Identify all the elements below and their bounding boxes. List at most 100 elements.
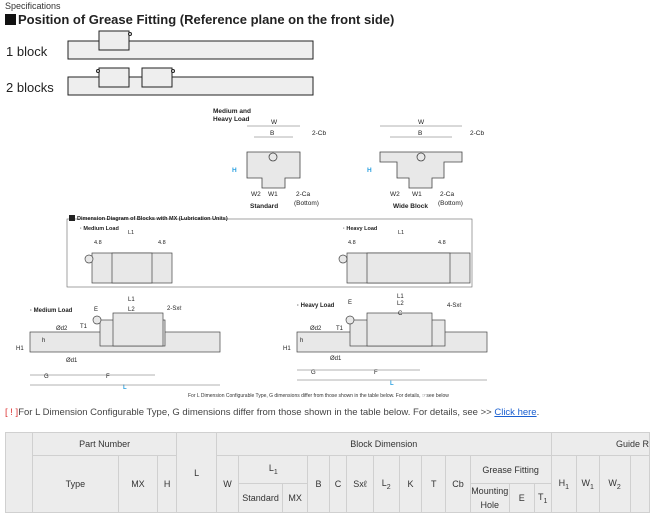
one-block-label: 1 block <box>6 44 48 59</box>
svg-text:W: W <box>271 119 278 126</box>
svg-text:W: W <box>418 119 425 126</box>
k-header: K <box>398 455 423 513</box>
svg-text:G: G <box>311 370 316 376</box>
svg-text:F: F <box>106 374 110 380</box>
note-text: For L Dimension Configurable Type, G dim… <box>18 407 495 418</box>
svg-text:E: E <box>348 300 352 306</box>
svg-text:H1: H1 <box>16 346 24 352</box>
click-here-link[interactable]: Click here <box>494 407 537 418</box>
svg-text:Ød2: Ød2 <box>56 326 68 332</box>
svg-text:W1: W1 <box>412 191 422 198</box>
svg-text:B: B <box>418 130 422 137</box>
svg-text:Ød1: Ød1 <box>330 356 342 362</box>
l1-header: L1 <box>238 455 309 484</box>
svg-text:2-Sxℓ: 2-Sxℓ <box>167 305 181 312</box>
svg-text:L: L <box>123 385 127 391</box>
guide-rail-header: Guide R <box>550 432 650 456</box>
h-header: H <box>156 455 178 513</box>
blank-header <box>5 432 33 513</box>
svg-text:4.8: 4.8 <box>158 240 166 246</box>
l2-header: L2 <box>372 455 400 513</box>
svg-text:Dimension Diagram of Blocks wi: Dimension Diagram of Blocks with MX (Lub… <box>77 216 228 222</box>
svg-text:T1: T1 <box>336 326 344 332</box>
e-header: E <box>508 483 535 513</box>
grease-fitting-header: Grease Fitting <box>469 455 552 484</box>
w2-header: W2 <box>598 455 631 513</box>
l-header: L <box>176 432 217 513</box>
part-number-header: Part Number <box>31 432 178 456</box>
svg-text:4.8: 4.8 <box>94 240 102 246</box>
svg-text:L2: L2 <box>397 301 404 307</box>
block-dimension-header: Block Dimension <box>215 432 552 456</box>
svg-text:E: E <box>94 307 98 313</box>
l-dimension-note: [ ! ]For L Dimension Configurable Type, … <box>5 407 539 418</box>
svg-text:L1: L1 <box>397 294 404 300</box>
svg-text:L: L <box>390 381 394 387</box>
svg-text:2-Ca: 2-Ca <box>440 191 454 198</box>
w-header: W <box>215 455 240 513</box>
svg-text:Medium and: Medium and <box>213 108 251 115</box>
mx-header: MX <box>117 455 158 513</box>
cut-header <box>629 455 650 513</box>
svg-text:· Heavy Load: · Heavy Load <box>297 303 335 309</box>
svg-text:H: H <box>232 167 237 174</box>
svg-text:4.8: 4.8 <box>348 240 356 246</box>
svg-text:C: C <box>398 311 403 317</box>
svg-text:L1: L1 <box>398 230 404 236</box>
cb-header: Cb <box>445 455 471 513</box>
warning-marker: [ ! ] <box>5 407 19 418</box>
svg-text:4.8: 4.8 <box>438 240 446 246</box>
svg-text:H1: H1 <box>283 346 291 352</box>
square-bullet-icon <box>5 14 16 25</box>
svg-text:Heavy Load: Heavy Load <box>213 116 250 123</box>
h1-header: H1 <box>550 455 577 513</box>
svg-text:G: G <box>44 374 49 380</box>
svg-text:h: h <box>300 338 303 344</box>
svg-text:Ød1: Ød1 <box>66 358 78 364</box>
type-header: Type <box>31 455 119 513</box>
mx-dimension-diagram: Dimension Diagram of Blocks with MX (Lub… <box>66 215 473 288</box>
l1-mx-header: MX <box>281 483 309 513</box>
svg-text:· Medium Load: · Medium Load <box>30 308 73 314</box>
svg-text:h: h <box>42 338 45 344</box>
section-title: Position of Grease Fitting (Reference pl… <box>5 12 394 27</box>
svg-text:F: F <box>374 370 378 376</box>
svg-text:L2: L2 <box>128 307 135 313</box>
svg-text:T1: T1 <box>80 324 88 330</box>
spec-table: Part Number L Block Dimension Guide R Ty… <box>5 432 650 513</box>
svg-text:W1: W1 <box>268 191 278 198</box>
svg-text:W2: W2 <box>390 191 400 198</box>
c-header: C <box>328 455 348 513</box>
l1-standard-header: Standard <box>238 483 283 513</box>
svg-text:Standard: Standard <box>250 203 278 210</box>
svg-text:L1: L1 <box>128 230 134 236</box>
svg-text:H: H <box>367 167 372 174</box>
svg-text:2-Cb: 2-Cb <box>470 130 484 137</box>
two-blocks-label: 2 blocks <box>6 80 54 95</box>
t-header: T <box>421 455 447 513</box>
note-end: . <box>536 407 540 418</box>
svg-text:W2: W2 <box>251 191 261 198</box>
specifications-label: Specifications <box>5 1 61 11</box>
b-header: B <box>307 455 330 513</box>
svg-text:· Heavy Load: · Heavy Load <box>343 226 377 232</box>
svg-text:· Medium Load: · Medium Load <box>80 226 119 232</box>
grease-position-diagram <box>67 30 314 96</box>
svg-text:(Bottom): (Bottom) <box>294 200 319 207</box>
svg-text:Wide Block: Wide Block <box>393 203 428 210</box>
svg-text:Ød2: Ød2 <box>310 326 322 332</box>
svg-text:(Bottom): (Bottom) <box>438 200 463 207</box>
sxl-header: Sxℓ <box>346 455 374 513</box>
svg-text:B: B <box>270 130 274 137</box>
svg-text:L1: L1 <box>128 297 135 303</box>
svg-text:4-Sxℓ: 4-Sxℓ <box>447 302 461 309</box>
svg-text:2-Cb: 2-Cb <box>312 130 326 137</box>
t1-header: T1 <box>533 483 552 513</box>
section-title-text: Position of Grease Fitting (Reference pl… <box>18 12 395 27</box>
mounting-hole-header: Mounting Hole <box>469 483 510 513</box>
diagram-footnote: For L Dimension Configurable Type, G dim… <box>188 393 449 399</box>
w1-header: W1 <box>575 455 600 513</box>
svg-text:2-Ca: 2-Ca <box>296 191 310 198</box>
